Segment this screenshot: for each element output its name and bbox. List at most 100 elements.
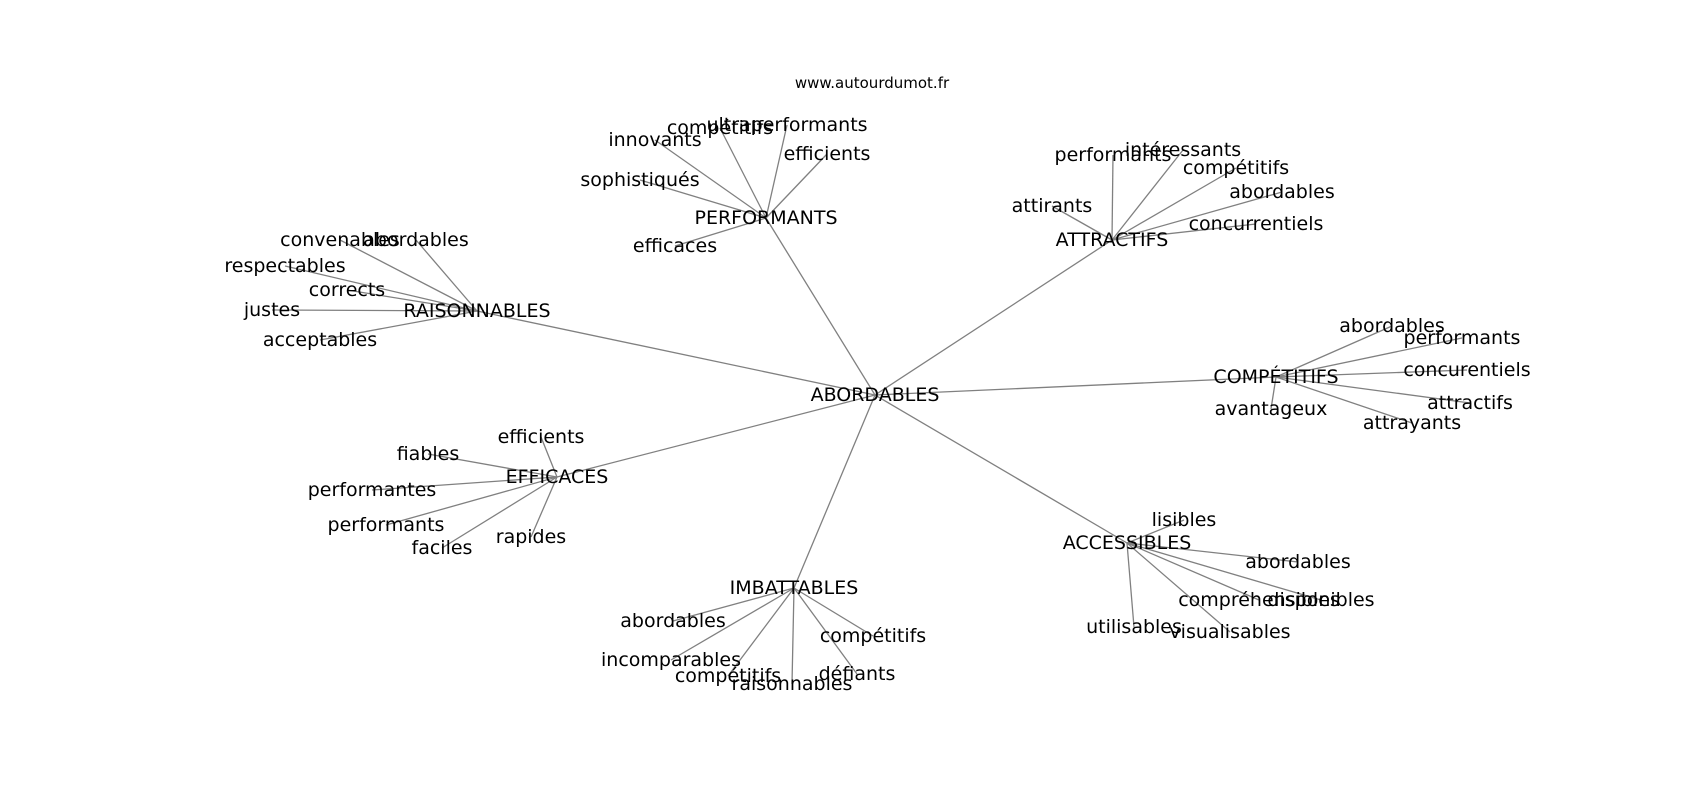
edge-center-to-group: [874, 376, 1277, 396]
edge-group-to-word: [1126, 542, 1135, 628]
edge-group-to-word: [793, 587, 858, 675]
word-node-label: performants: [1055, 144, 1172, 166]
edge-group-to-word: [1275, 369, 1468, 378]
edge-group-to-word: [284, 265, 478, 312]
labels-layer: ABORDABLESPERFORMANTSultraperformantscom…: [224, 114, 1530, 695]
word-node-label: efficients: [498, 426, 585, 448]
word-node-label: intéressants: [1125, 139, 1241, 161]
edge-center-to-group: [765, 217, 876, 396]
edge-group-to-word: [1126, 542, 1260, 601]
edge-group-to-word: [1126, 519, 1185, 544]
edge-group-to-word: [319, 310, 478, 341]
word-node-label: performants: [1404, 327, 1521, 349]
word-node-label: abordables: [620, 610, 725, 632]
group-node-label: RAISONNABLES: [403, 300, 550, 322]
edge-group-to-word: [339, 239, 478, 312]
word-node-label: attrayants: [1363, 412, 1461, 434]
edge-center-to-group: [874, 239, 1113, 396]
edge-group-to-word: [1275, 325, 1393, 378]
word-node-label: compétitifs: [820, 625, 926, 647]
edge-group-to-word: [793, 587, 874, 637]
word-node-label: compétitifs: [1183, 157, 1289, 179]
word-node-label: justes: [243, 299, 300, 321]
word-node-label: acceptables: [263, 329, 377, 351]
edge-group-to-word: [639, 179, 767, 219]
word-node-label: efficients: [784, 143, 871, 165]
edge-group-to-word: [719, 127, 767, 219]
edge-group-to-word: [371, 476, 558, 491]
word-node-label: rapides: [496, 526, 566, 548]
word-node-label: avantageux: [1215, 398, 1328, 420]
word-node-label: ultraperformants: [706, 114, 867, 136]
word-node-label: incomparables: [601, 649, 741, 671]
edge-group-to-word: [441, 476, 558, 549]
word-node-label: sophistiqués: [580, 169, 699, 191]
word-node-label: convenables: [280, 229, 400, 251]
word-node-label: compétitifs: [675, 665, 781, 687]
edge-group-to-word: [674, 217, 767, 247]
edge-group-to-word: [1275, 376, 1471, 404]
edge-center-to-group: [556, 394, 876, 478]
edge-center-to-group: [874, 394, 1128, 544]
word-node-label: corrects: [309, 279, 385, 301]
watermark-text: www.autourdumot.fr: [795, 74, 950, 92]
word-node-label: concurrentiels: [1189, 213, 1324, 235]
word-node-label: performants: [328, 514, 445, 536]
edge-group-to-word: [1111, 167, 1237, 241]
word-node-label: concurentiels: [1403, 359, 1530, 381]
edge-group-to-word: [415, 239, 478, 312]
edge-group-to-word: [1270, 376, 1277, 410]
edge-group-to-word: [1111, 191, 1283, 241]
edges-layer: [271, 124, 1471, 685]
word-node-label: attractifs: [1427, 392, 1513, 414]
word-node-label: abordables: [1229, 181, 1334, 203]
edge-group-to-word: [540, 436, 558, 478]
word-node-label: compétitifs: [667, 117, 773, 139]
edge-group-to-word: [672, 587, 795, 622]
word-node-label: efficaces: [633, 235, 717, 257]
edge-group-to-word: [727, 587, 795, 677]
edge-group-to-word: [346, 289, 478, 312]
edge-center-to-group: [476, 310, 876, 396]
edge-group-to-word: [765, 124, 788, 219]
group-node-label: ATTRACTIFS: [1056, 229, 1169, 251]
edge-group-to-word: [271, 309, 478, 312]
edge-group-to-word: [1111, 149, 1184, 241]
word-node-label: fiables: [397, 443, 460, 465]
word-node-label: raisonnables: [732, 673, 853, 695]
edge-group-to-word: [1051, 205, 1113, 241]
edge-group-to-word: [1126, 542, 1231, 633]
edge-group-to-word: [765, 153, 828, 219]
edge-group-to-word: [1126, 542, 1299, 563]
word-node-label: respectables: [224, 255, 345, 277]
edge-group-to-word: [791, 587, 795, 685]
word-node-label: utilisables: [1086, 616, 1182, 638]
edge-group-to-word: [530, 476, 558, 538]
group-node-label: IMBATTABLES: [730, 577, 859, 599]
edge-group-to-word: [1111, 223, 1257, 241]
edge-group-to-word: [654, 139, 767, 219]
word-node-label: abordables: [1339, 315, 1444, 337]
word-node-label: innovants: [608, 129, 701, 151]
word-node-label: abordables: [1245, 551, 1350, 573]
word-node-label: compréhensibles: [1178, 589, 1340, 611]
edge-group-to-word: [1275, 376, 1413, 424]
group-node-label: PERFORMANTS: [694, 207, 837, 229]
word-node-label: abordables: [363, 229, 468, 251]
edge-group-to-word: [1275, 337, 1463, 378]
word-node-label: disponibles: [1267, 589, 1374, 611]
word-node-label: faciles: [412, 537, 473, 559]
edge-group-to-word: [385, 476, 558, 526]
group-node-label: ACCESSIBLES: [1063, 532, 1192, 554]
word-node-label: attirants: [1012, 195, 1093, 217]
word-node-label: performantes: [308, 479, 437, 501]
group-node-label: EFFICACES: [506, 466, 609, 488]
word-node-label: défiants: [819, 663, 896, 685]
edge-group-to-word: [1111, 154, 1114, 241]
edge-group-to-word: [670, 587, 795, 661]
edge-group-to-word: [427, 453, 558, 478]
edge-group-to-word: [1126, 542, 1322, 601]
edge-center-to-group: [793, 394, 876, 589]
center-node-label: ABORDABLES: [811, 384, 940, 406]
